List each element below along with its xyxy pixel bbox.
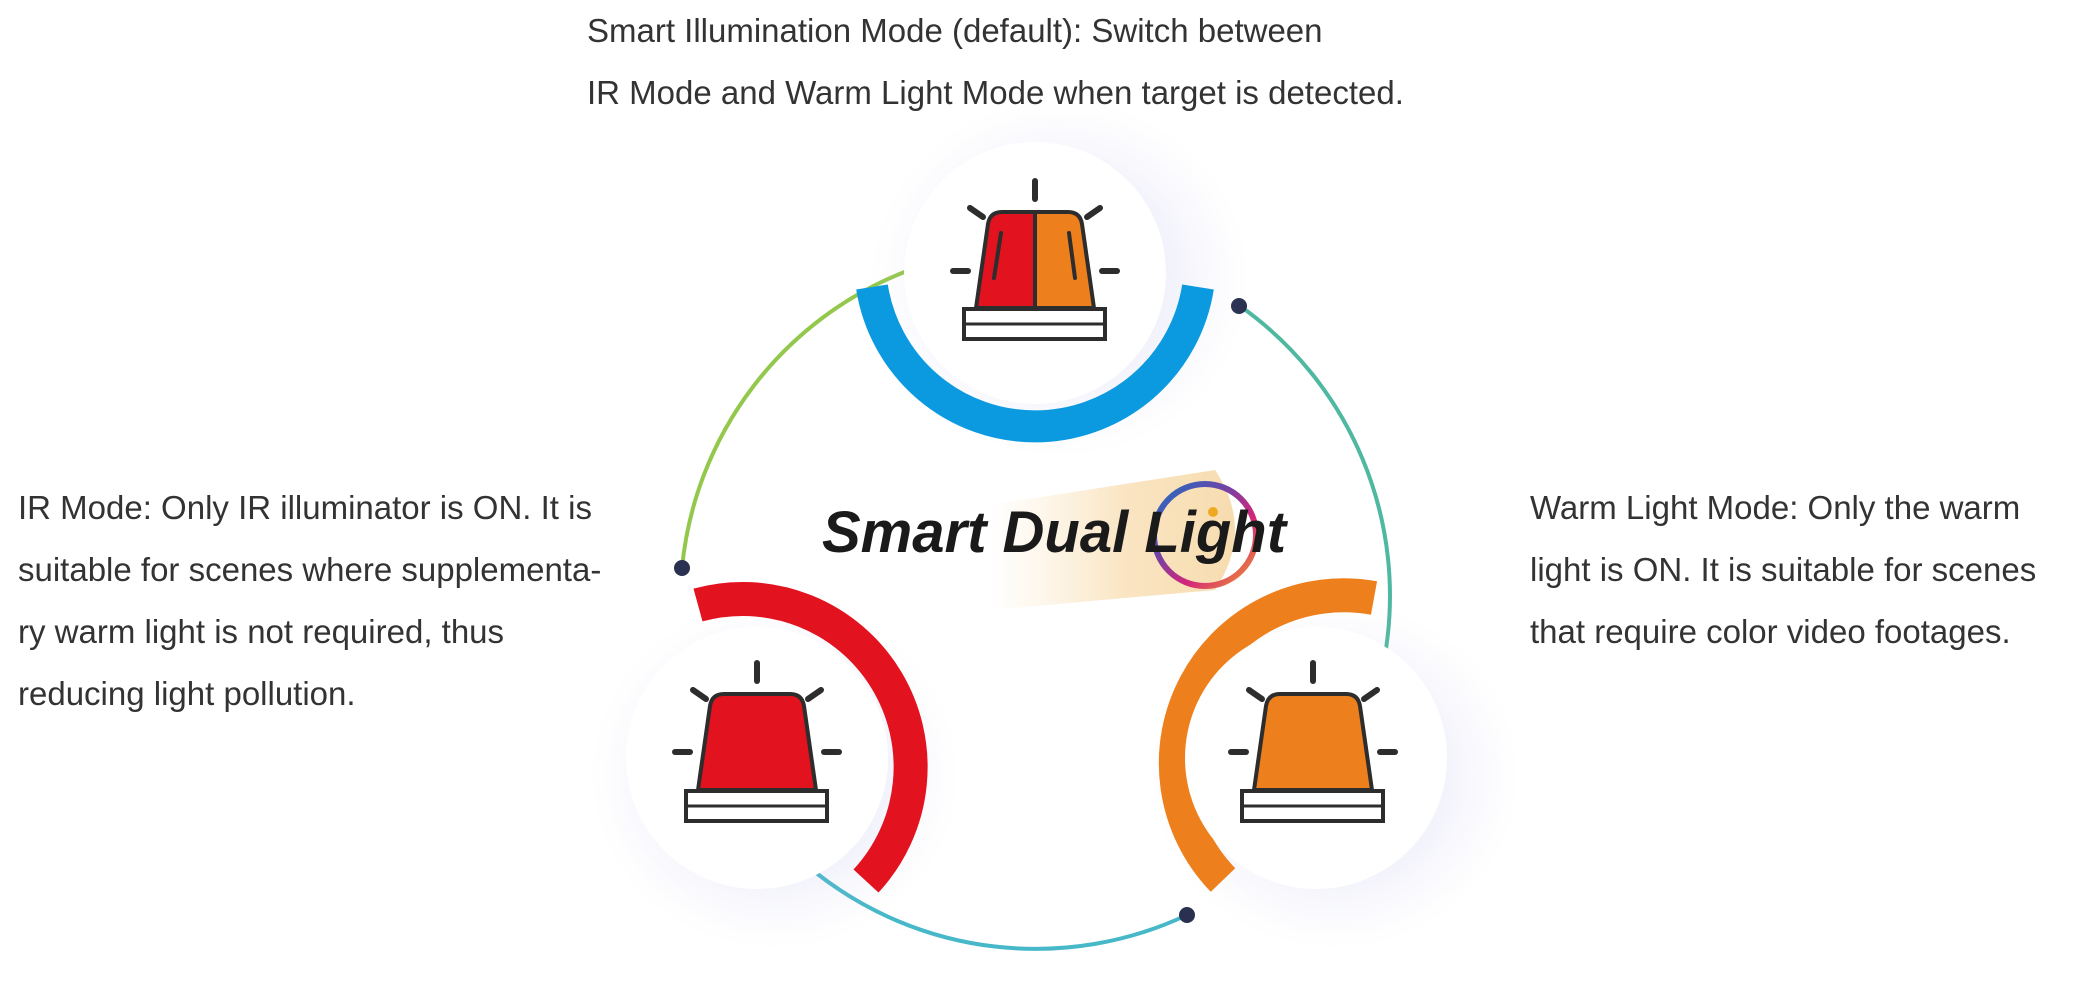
smart-dual-light-logo: Smart Dual Light: [822, 470, 1289, 610]
warm-mode-ring: [1158, 578, 1378, 892]
ir-mode-description: IR Mode: Only IR illuminator is ON. It i…: [18, 477, 601, 725]
warm-mode-line: Warm Light Mode: Only the warm: [1530, 489, 2021, 526]
siren-icon-red-orange: [950, 178, 1120, 341]
connector-dot-warm: [1179, 907, 1195, 923]
ir-mode-ring: [693, 581, 928, 893]
logo-word-dual-light: Dual Light: [1003, 500, 1289, 565]
ir-mode-node: [626, 581, 928, 893]
smart-mode-node: [856, 142, 1214, 443]
connector-smart-to-warm: [1238, 304, 1392, 656]
warm-mode-line: that require color video footages.: [1530, 613, 2011, 650]
siren-icon-orange: [1228, 660, 1398, 823]
logo-word-smart: Smart: [822, 500, 989, 565]
smart-mode-ring: [856, 284, 1214, 443]
ir-mode-line: ry warm light is not required, thus: [18, 613, 505, 650]
ir-mode-line: reducing light pollution.: [18, 675, 356, 712]
ir-mode-line: suitable for scenes where supplementa-: [18, 551, 602, 588]
warm-mode-line: light is ON. It is suitable for scenes: [1530, 551, 2037, 588]
ir-mode-line: IR Mode: Only IR illuminator is ON. It i…: [18, 489, 592, 526]
smart-mode-description: Smart Illumination Mode (default): Switc…: [587, 0, 1404, 124]
smart-mode-line: Smart Illumination Mode (default): Switc…: [587, 12, 1323, 49]
svg-text:Smart Dual Light: Smart Dual Light: [822, 500, 1289, 565]
smart-mode-line: IR Mode and Warm Light Mode when target …: [587, 74, 1404, 111]
warm-mode-node: [1158, 578, 1447, 892]
warm-mode-description: Warm Light Mode: Only the warm light is …: [1530, 477, 2036, 663]
siren-icon-red: [672, 660, 842, 823]
connector-dot-ir: [674, 560, 690, 576]
